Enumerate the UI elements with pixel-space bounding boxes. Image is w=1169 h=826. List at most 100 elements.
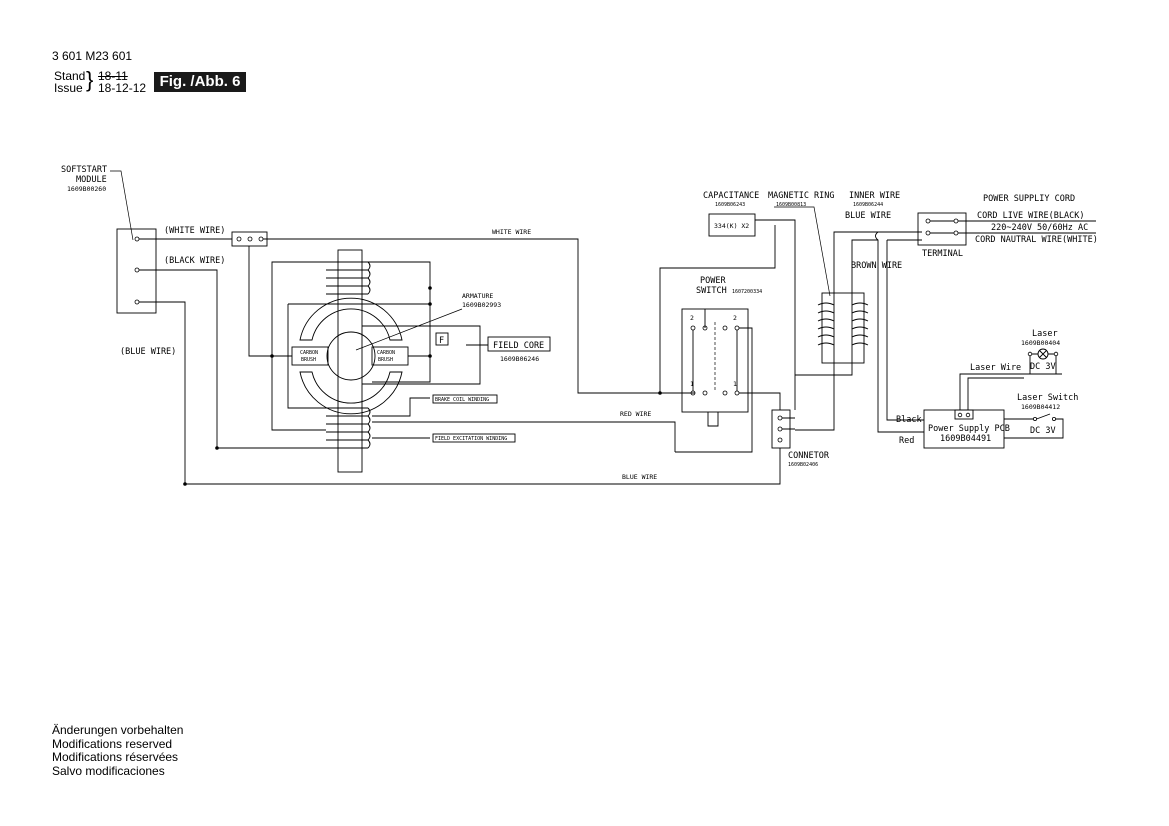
voltage: 220~240V 50/60Hz AC	[991, 223, 1088, 233]
wire-connector-right	[782, 417, 795, 430]
white-wire-label: (WHITE WIRE)	[164, 226, 225, 236]
wire-coil-loop-left	[271, 261, 326, 431]
switch-terminal-d2	[734, 390, 740, 396]
laser-wire-label: Laser Wire	[970, 363, 1021, 373]
cord-neutral: CORD NAUTRAL WIRE(WHITE)	[975, 235, 1098, 245]
connector-pin-3	[777, 437, 783, 443]
terminal-box	[917, 212, 967, 246]
brake-coil-label: BRAKE COIL WINDING	[435, 397, 489, 403]
white-wire-top: WHITE WIRE	[492, 228, 531, 236]
laser-switch-pin-2	[1052, 416, 1057, 421]
junction-black	[215, 446, 219, 450]
cord-wires	[958, 220, 1096, 234]
carbon-brush-right-2: BRUSH	[378, 357, 393, 363]
pcb-label: Power Supply PCB	[928, 424, 1010, 434]
carbon-brush-left-1: CARBON	[300, 350, 318, 356]
field-core-shaft	[337, 249, 363, 473]
switch-pin-1b: 1	[733, 380, 737, 388]
wire-cap-right	[755, 219, 796, 410]
pcb-connector-pin-1	[957, 412, 963, 418]
switch-terminal-a1	[690, 325, 696, 331]
issue-label: Issue	[54, 81, 83, 95]
f-box	[435, 332, 449, 346]
armature-label: ARMATURE	[462, 292, 493, 300]
softstart-title-2: MODULE	[76, 175, 107, 185]
laser-switch-wires	[1004, 418, 1064, 439]
magnetic-ring-body	[821, 292, 865, 364]
doc-number: 3 601 M23 601	[52, 49, 133, 63]
terminal-pin-4	[953, 230, 959, 236]
field-excitation-label: FIELD EXCITATION WINDING	[435, 436, 507, 442]
blue-wire-bottom: BLUE WIRE	[622, 473, 657, 481]
power-switch-2: SWITCH	[696, 286, 727, 296]
cord-live: CORD LIVE WIRE(BLACK)	[977, 211, 1084, 221]
bottom-coil	[326, 407, 371, 449]
pcb-connector-pin-2	[965, 412, 971, 418]
capacitance-part: 1609B06243	[715, 202, 745, 208]
wire-white-main	[263, 238, 660, 394]
power-switch-box	[681, 308, 749, 413]
softstart-title-1: SOFTSTART	[61, 165, 107, 175]
magnetic-ring-part: 1609B00813	[776, 202, 806, 208]
laser-lamp-cross	[1039, 350, 1047, 358]
laser-part: 1609B00404	[1021, 339, 1060, 347]
magnetic-ring-leader	[774, 206, 831, 297]
field-core-box	[487, 336, 551, 352]
wire-field-core	[362, 325, 481, 385]
switch-terminal-b2	[734, 325, 740, 331]
armature-leader	[355, 308, 463, 351]
wire-ring-switch	[795, 363, 853, 376]
magnetic-ring-label: MAGNETIC RING	[768, 191, 835, 201]
brace-icon: }	[86, 67, 94, 92]
wire-switch-right	[739, 392, 781, 410]
switch-terminal-c2	[702, 390, 708, 396]
wire-brake	[372, 397, 430, 417]
softstart-pin-white	[134, 236, 140, 242]
stand-date: 18-11	[98, 69, 128, 83]
black-label: Black	[896, 415, 922, 425]
laser-switch-label: Laser Switch	[1017, 393, 1078, 403]
blue-wire-label: (BLUE WIRE)	[120, 347, 176, 357]
laser-label: Laser	[1032, 329, 1058, 339]
junction-blue	[183, 482, 187, 486]
footer-notes: Änderungen vorbehalten Modifications res…	[52, 723, 183, 778]
power-cord-label: POWER SUPPLIY CORD	[983, 194, 1075, 204]
wire-ring-brown	[851, 239, 878, 293]
switch-pin-2a: 2	[690, 314, 694, 322]
armature-rotor	[326, 331, 376, 381]
laser-switch-pin-1	[1033, 416, 1038, 421]
inner-wire-part: 1609B06244	[853, 202, 883, 208]
splice-pin-2	[247, 236, 253, 242]
laser-dc: DC 3V	[1030, 362, 1056, 372]
pcb-dc: DC 3V	[1030, 426, 1056, 436]
wire-laser-pcb-2	[967, 377, 1024, 410]
magnetic-ring	[817, 292, 869, 364]
wire-ring-connector	[795, 363, 835, 431]
stator-top	[299, 297, 403, 341]
junction-right-3	[428, 354, 432, 358]
switch-terminal-d1	[722, 390, 728, 396]
laser-pin-right	[1053, 351, 1059, 357]
red-wire-label: RED WIRE	[620, 410, 651, 418]
switch-contacts	[692, 330, 738, 391]
power-switch-part: 1607200334	[732, 289, 762, 295]
f-box-label: F	[439, 336, 444, 346]
stator-bottom	[299, 371, 403, 415]
terminal-pin-1	[925, 218, 931, 224]
terminal-label: TERMINAL	[922, 249, 963, 259]
laser-switch-lever	[1036, 413, 1051, 420]
field-core-label: FIELD CORE	[493, 341, 544, 351]
inner-wire-label: INNER WIRE	[849, 191, 900, 201]
laser-switch-part: 1609B04412	[1021, 403, 1060, 411]
motor: CARBON BRUSH CARBON BRUSH	[248, 246, 676, 473]
wire-black-softstart	[139, 269, 330, 449]
wire-laser-pcb-1	[959, 373, 1024, 410]
red-label: Red	[899, 436, 914, 446]
brake-coil-box	[432, 394, 498, 404]
softstart-part: 1609B00260	[67, 185, 106, 193]
figure-label: Fig. /Abb. 6	[154, 72, 246, 92]
power-switch-1: POWER	[700, 276, 726, 286]
terminal-pin-2	[953, 218, 959, 224]
wire-black-pcb	[886, 240, 924, 421]
